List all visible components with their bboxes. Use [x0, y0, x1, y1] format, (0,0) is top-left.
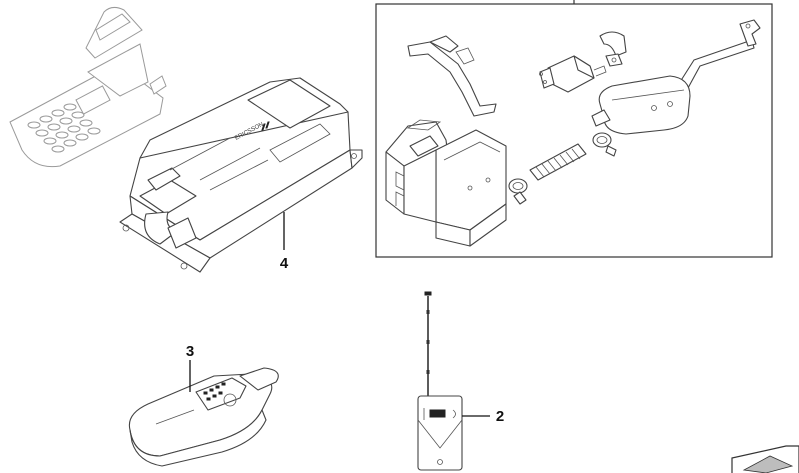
exhaust-silencer: [591, 19, 761, 135]
flip-phone: [9, 6, 167, 168]
handheld-transmitter: [417, 291, 463, 471]
heater-unit: [385, 119, 507, 247]
telephone-control-unit: ERICSSON: [119, 77, 363, 273]
hose-clamp-1: [592, 132, 617, 157]
bent-hose: [407, 35, 497, 117]
fuel-pump: [539, 55, 607, 93]
callout-4: 4: [280, 255, 289, 272]
callout-2: 2: [496, 408, 504, 425]
remote-control: [128, 367, 279, 467]
hose-clamp-2: [508, 178, 528, 205]
callout-3: 3: [186, 343, 194, 360]
flexible-pipe: [529, 143, 587, 181]
auxiliary-heater-kit: [375, 0, 773, 258]
pipe-clamp: [599, 31, 627, 67]
catalog-reference-box: [731, 445, 799, 473]
